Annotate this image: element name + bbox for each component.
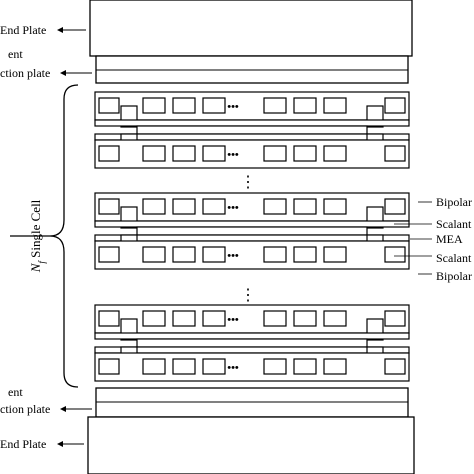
flow-channel bbox=[263, 198, 287, 215]
flow-channel bbox=[142, 246, 166, 263]
flow-channel bbox=[202, 145, 226, 162]
side-pad bbox=[98, 246, 120, 263]
current-plate-top-label-2: ction plate bbox=[0, 66, 50, 80]
side-pad bbox=[98, 310, 120, 327]
flow-channel bbox=[323, 97, 347, 114]
flow-channel bbox=[263, 310, 287, 327]
flow-channel bbox=[323, 198, 347, 215]
cell-bottom: ••• ••• bbox=[94, 304, 410, 382]
cell-middle: ••• ••• bbox=[94, 192, 410, 270]
flow-channel bbox=[263, 246, 287, 263]
flow-channel bbox=[293, 145, 317, 162]
mea-upper bbox=[94, 332, 410, 340]
mea-label: MEA bbox=[436, 232, 463, 246]
flow-channel bbox=[172, 358, 196, 375]
flow-channel bbox=[323, 358, 347, 375]
flow-channel bbox=[172, 198, 196, 215]
channel-ellipsis: ••• bbox=[227, 250, 239, 262]
flow-channel bbox=[202, 310, 226, 327]
flow-channel bbox=[142, 310, 166, 327]
side-pad bbox=[98, 97, 120, 114]
side-pad bbox=[384, 246, 406, 263]
mea-upper bbox=[94, 119, 410, 127]
channel-ellipsis: ••• bbox=[227, 362, 239, 374]
side-pad bbox=[384, 358, 406, 375]
stack-ellipsis-lower: ⋮ bbox=[240, 287, 256, 304]
mea-membrane bbox=[136, 125, 368, 135]
bipolar-plate-upper bbox=[94, 91, 410, 121]
single-cell-label: Nf Single Cell bbox=[28, 199, 47, 273]
side-pad bbox=[384, 97, 406, 114]
single-cell-brace bbox=[49, 84, 79, 388]
flow-channel bbox=[263, 358, 287, 375]
flow-channel bbox=[263, 97, 287, 114]
current-plate-bottom-label-1: ent bbox=[8, 385, 23, 399]
bipolar-plate-lower bbox=[94, 352, 410, 382]
bipolar-plate-top-label: Bipolar bbox=[436, 195, 472, 209]
flow-channel bbox=[293, 97, 317, 114]
current-plate-top-label-1: ent bbox=[8, 47, 23, 61]
channel-ellipsis: ••• bbox=[227, 149, 239, 161]
flow-channel bbox=[293, 358, 317, 375]
flow-channel bbox=[293, 310, 317, 327]
flow-channel bbox=[142, 198, 166, 215]
flow-channel bbox=[202, 97, 226, 114]
sealant-top-label: Scalant bbox=[436, 217, 472, 231]
flow-channel bbox=[172, 145, 196, 162]
bipolar-plate-upper bbox=[94, 192, 410, 222]
mea-membrane bbox=[136, 226, 368, 236]
flow-channel bbox=[323, 246, 347, 263]
bipolar-plate-lower bbox=[94, 139, 410, 169]
flow-channel bbox=[142, 358, 166, 375]
side-pad bbox=[384, 310, 406, 327]
flow-channel bbox=[263, 145, 287, 162]
stack-ellipsis-upper: ⋮ bbox=[240, 174, 256, 191]
bipolar-plate-lower bbox=[94, 240, 410, 270]
flow-channel bbox=[172, 97, 196, 114]
flow-channel bbox=[202, 358, 226, 375]
cell-top: ••• ••• bbox=[94, 91, 410, 169]
bottom-end-plate bbox=[87, 416, 415, 474]
flow-channel bbox=[142, 97, 166, 114]
channel-ellipsis: ••• bbox=[227, 202, 239, 214]
flow-channel bbox=[323, 145, 347, 162]
flow-channel bbox=[172, 246, 196, 263]
side-pad bbox=[384, 198, 406, 215]
side-pad bbox=[384, 145, 406, 162]
flow-channel bbox=[323, 310, 347, 327]
side-pad bbox=[98, 358, 120, 375]
flow-channel bbox=[202, 198, 226, 215]
mea-lower bbox=[94, 133, 410, 141]
top-end-plate bbox=[89, 0, 413, 57]
flow-channel bbox=[293, 198, 317, 215]
mea-lower bbox=[94, 346, 410, 354]
mea-lower bbox=[94, 234, 410, 242]
mea-membrane bbox=[136, 338, 368, 348]
flow-channel bbox=[202, 246, 226, 263]
side-pad bbox=[98, 145, 120, 162]
end-plate-top-label: End Plate bbox=[0, 23, 46, 37]
bipolar-plate-upper bbox=[94, 304, 410, 334]
flow-channel bbox=[293, 246, 317, 263]
flow-channel bbox=[142, 145, 166, 162]
channel-ellipsis: ••• bbox=[227, 101, 239, 113]
channel-ellipsis: ••• bbox=[227, 314, 239, 326]
side-pad bbox=[98, 198, 120, 215]
current-plate-bottom-label-2: ction plate bbox=[0, 402, 50, 416]
bipolar-plate-bottom-label: Bipolar bbox=[436, 269, 472, 283]
sealant-bottom-label: Scalant bbox=[436, 251, 472, 265]
end-plate-bottom-label: End Plate bbox=[0, 437, 46, 451]
flow-channel bbox=[172, 310, 196, 327]
mea-upper bbox=[94, 220, 410, 228]
